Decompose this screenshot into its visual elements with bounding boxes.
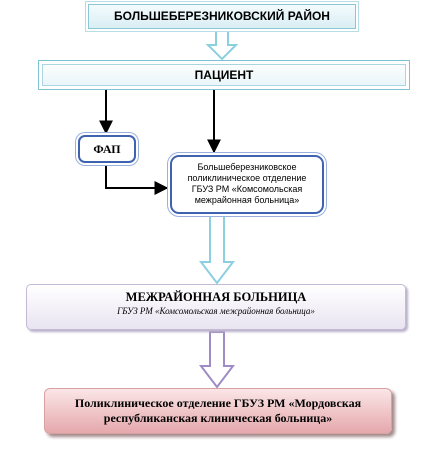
hollow-arrow-interdistrict-to-republican — [198, 331, 236, 389]
patient-label: ПАЦИЕНТ — [194, 68, 254, 82]
republican-label: Поликлиническое отделение ГБУЗ РМ «Мордо… — [74, 396, 362, 425]
interdistrict-subtitle: ГБУЗ РМ «Комсомольская межрайонная больн… — [117, 306, 315, 316]
republican-hospital-node: Поликлиническое отделение ГБУЗ РМ «Мордо… — [44, 388, 392, 434]
fap-label: ФАП — [93, 142, 121, 156]
hollow-arrow-polyclinic-to-interdistrict — [198, 214, 236, 285]
patient-node: ПАЦИЕНТ — [38, 60, 410, 90]
arrow-fap-to-polyclinic — [105, 163, 169, 195]
fap-node: ФАП — [78, 135, 136, 163]
hollow-arrow-region-to-patient — [205, 29, 239, 61]
region-label: БОЛЬШЕБЕРЕЗНИКОВСКИЙ РАЙОН — [114, 9, 330, 23]
interdistrict-hospital-node: МЕЖРАЙОННАЯ БОЛЬНИЦА ГБУЗ РМ «Комсомольс… — [26, 284, 406, 330]
region-node: БОЛЬШЕБЕРЕЗНИКОВСКИЙ РАЙОН — [88, 4, 356, 29]
polyclinic-label: Большеберезниковское поликлиническое отд… — [187, 162, 307, 205]
interdistrict-title: МЕЖРАЙОННАЯ БОЛЬНИЦА — [125, 290, 307, 304]
polyclinic-node: Большеберезниковское поликлиническое отд… — [170, 155, 324, 214]
